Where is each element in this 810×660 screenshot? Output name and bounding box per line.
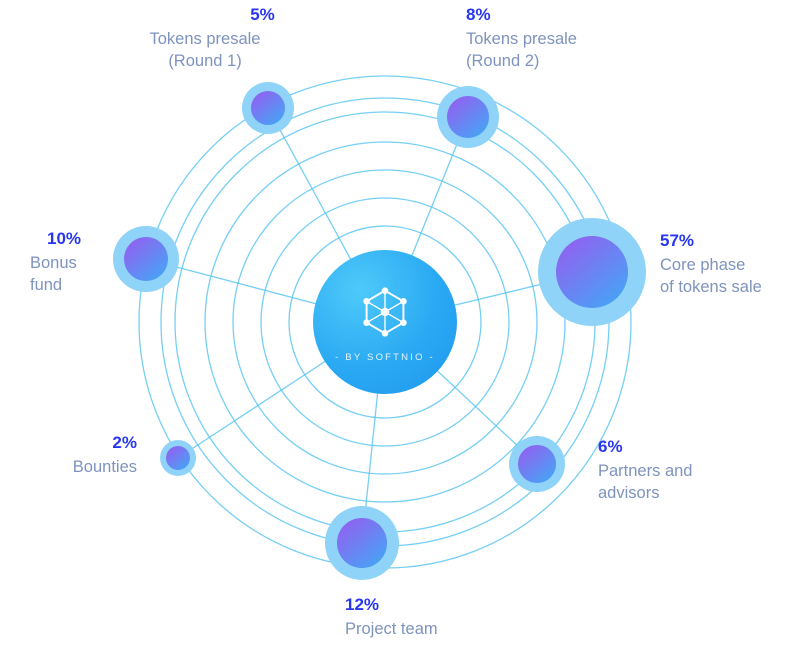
node-core-circle: [337, 518, 387, 568]
label-text: fund: [30, 276, 63, 294]
softnio-hex-network-logo-icon: [363, 287, 407, 337]
percent-tokens-presale-round2: 8%: [466, 5, 491, 24]
node-core-circle: [123, 236, 169, 282]
label-text: Bounties: [72, 458, 137, 476]
label-text: Project team: [345, 620, 438, 638]
node-core-circle: [555, 235, 629, 309]
label-text: Bonus: [30, 254, 77, 272]
label-text: advisors: [598, 484, 660, 502]
node-partners-advisors: [509, 436, 565, 492]
label-core-phase-tokens-sale: 57% Core phase of tokens sale: [660, 230, 805, 298]
percent-core-phase: 57%: [660, 231, 695, 250]
label-tokens-presale-round2: 8% Tokens presale (Round 2): [466, 4, 577, 72]
node-bounties: [160, 440, 196, 476]
node-tokens-presale-round2: [437, 86, 499, 148]
brand-tagline: - BY SOFTNIO -: [335, 352, 435, 363]
node-core-phase-tokens-sale: [538, 218, 646, 326]
label-bounties: 2% Bounties: [20, 432, 137, 478]
node-tokens-presale-round1: [242, 82, 294, 134]
label-text: Core phase: [660, 256, 746, 274]
percent-tokens-presale-round1: 5%: [250, 5, 275, 24]
label-tokens-presale-round1: 5% Tokens presale (Round 1): [110, 4, 300, 72]
node-core-circle: [250, 90, 286, 126]
label-partners-advisors: 6% Partners and advisors: [598, 436, 728, 504]
orbit-rings: [138, 75, 632, 569]
center-hub-circle: - BY SOFTNIO -: [313, 250, 457, 394]
node-core-circle: [165, 445, 191, 471]
label-text: of tokens sale: [660, 278, 762, 296]
label-text: Tokens presale: [149, 30, 261, 48]
node-bonus-fund: [113, 226, 179, 292]
label-project-team: 12% Project team: [345, 594, 495, 640]
percent-partners-advisors: 6%: [598, 437, 623, 456]
node-project-team: [325, 506, 399, 580]
percent-bounties: 2%: [112, 433, 137, 452]
percent-bonus-fund: 10%: [47, 229, 82, 248]
node-core-circle: [518, 445, 556, 483]
percent-project-team: 12%: [345, 595, 380, 614]
label-text: (Round 1): [168, 52, 242, 70]
label-bonus-fund: 10% Bonus fund: [30, 228, 81, 296]
label-text: (Round 2): [466, 52, 540, 70]
label-text: Partners and: [598, 462, 693, 480]
label-text: Tokens presale: [466, 30, 577, 48]
node-core-circle: [447, 96, 489, 138]
